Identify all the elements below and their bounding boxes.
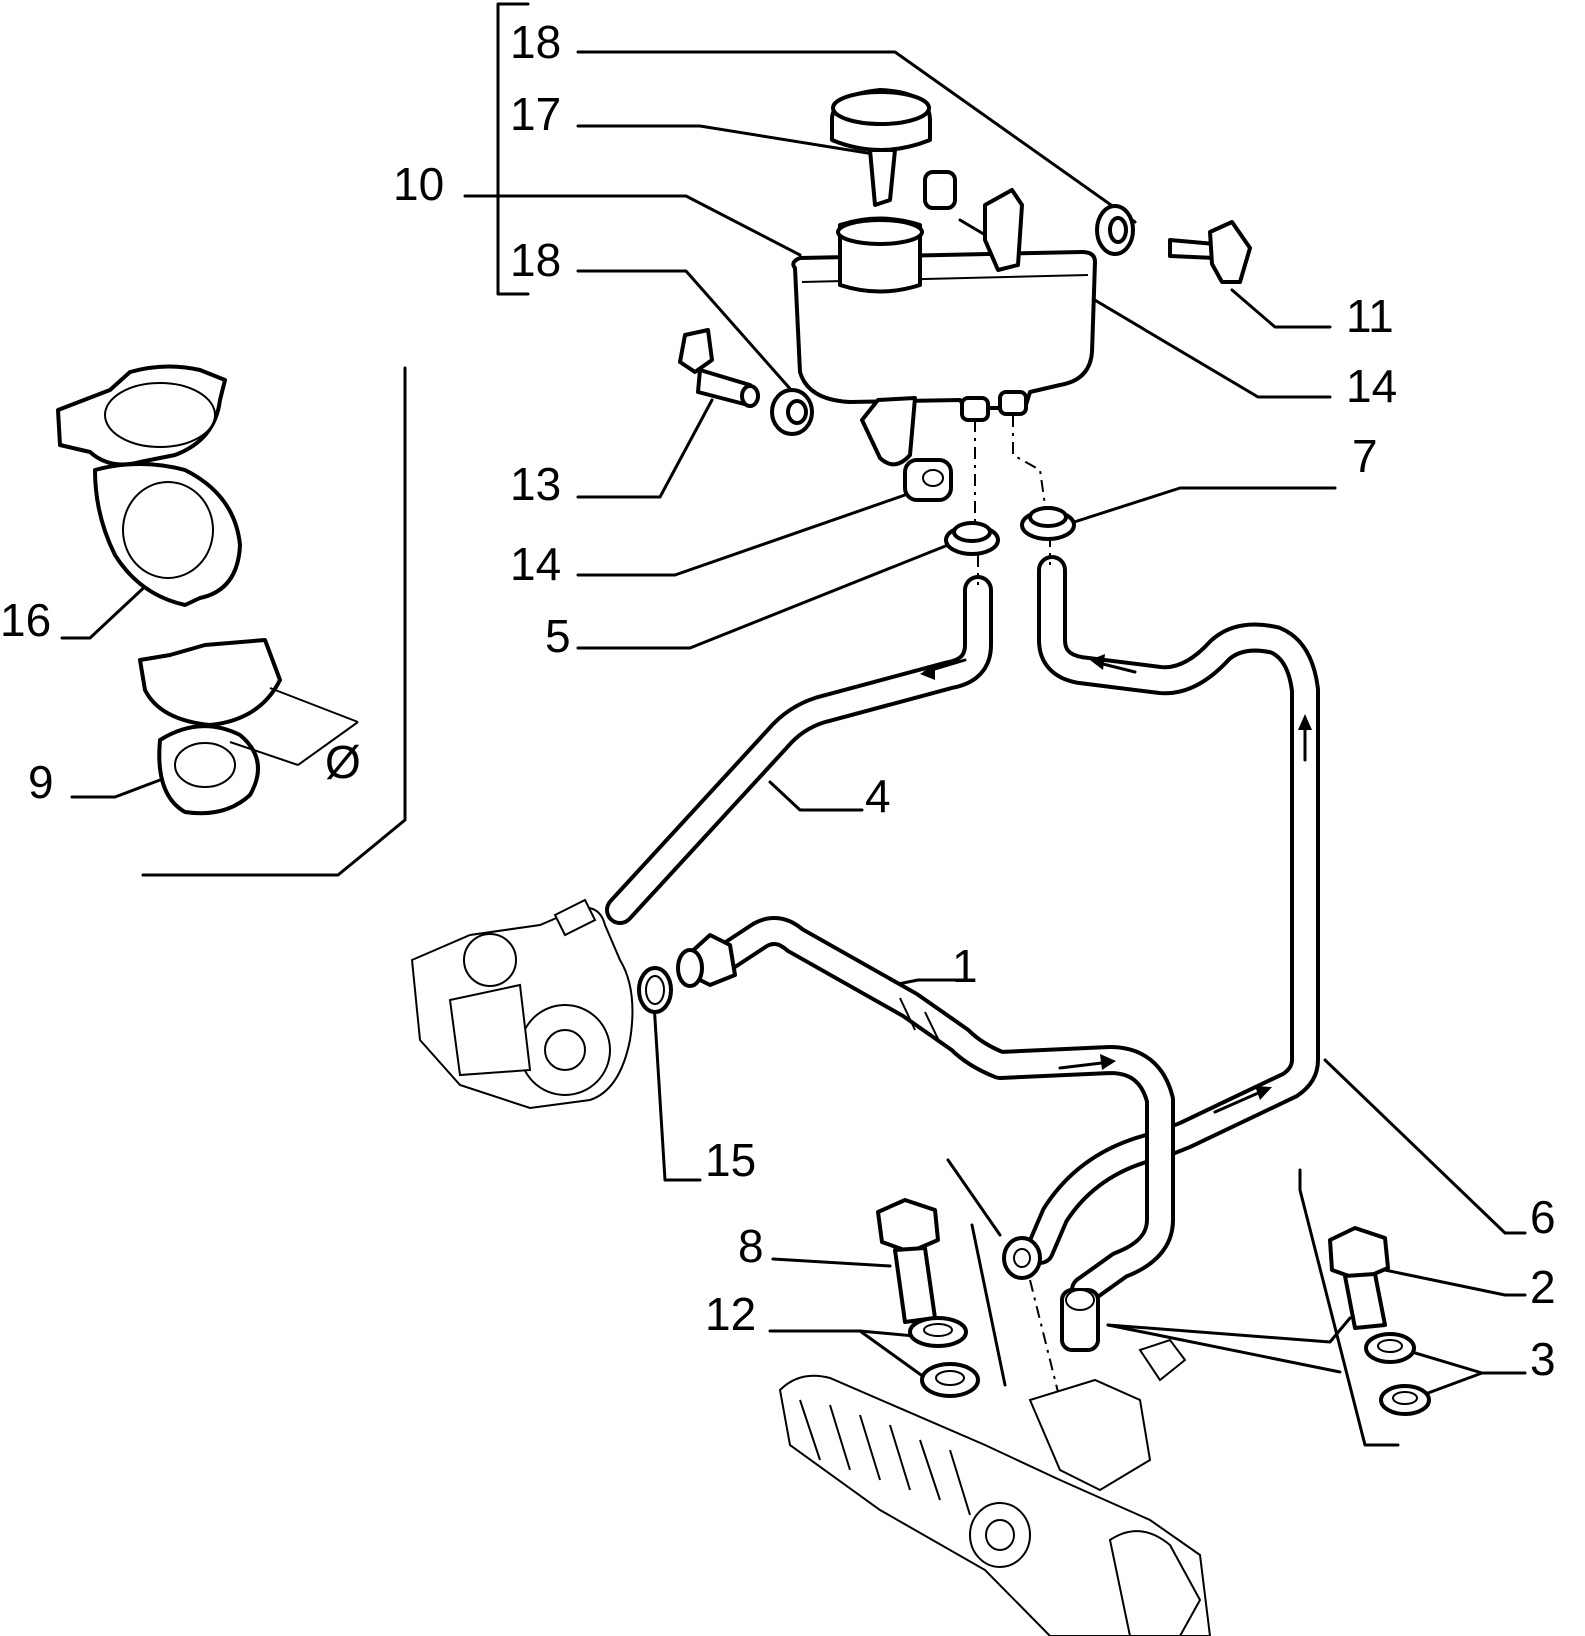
leader-rack-branch — [1106, 1316, 1352, 1344]
clamp-bracket-9 — [138, 638, 359, 816]
hose-4 — [605, 575, 993, 925]
leader-18-top — [576, 50, 1137, 224]
leader-13 — [576, 398, 714, 499]
leader-12a — [768, 1329, 927, 1339]
ref-4: 4 — [865, 770, 891, 822]
grommet-18-top — [1095, 204, 1135, 256]
leader-16 — [60, 578, 154, 640]
ref-diameter: Ø — [325, 736, 361, 788]
leader-17 — [576, 124, 882, 157]
washer-3-b — [1379, 1384, 1431, 1416]
ref-14-left: 14 — [510, 538, 561, 590]
ref-15: 15 — [705, 1134, 756, 1186]
spacer-14-top — [923, 170, 957, 210]
hose-clamp-5 — [944, 521, 1000, 556]
ref-5: 5 — [545, 610, 571, 662]
leader-6 — [1323, 1058, 1527, 1235]
ref-7: 7 — [1352, 430, 1378, 482]
ref-14-right: 14 — [1346, 360, 1397, 412]
group-bracket — [496, 2, 530, 296]
leader-10 — [463, 194, 802, 257]
ref-3: 3 — [1530, 1333, 1556, 1385]
power-steering-pump — [410, 898, 673, 1110]
ref-18-mid: 18 — [510, 234, 561, 286]
ref-13: 13 — [510, 458, 561, 510]
ref-17: 17 — [510, 88, 561, 140]
leader-5 — [576, 543, 950, 650]
ref-16: 16 — [0, 594, 51, 646]
washer-3-a — [1364, 1332, 1416, 1364]
banjo-fitting-right — [1060, 1288, 1100, 1352]
leader-lines — [60, 50, 1527, 1447]
ref-11: 11 — [1346, 290, 1394, 342]
washer-12-a — [908, 1316, 968, 1348]
hose-6 — [1025, 555, 1320, 1265]
hose-1 — [710, 916, 1175, 1305]
grommet-18-mid — [770, 388, 814, 436]
frame-bottom-right — [1298, 1188, 1400, 1447]
ref-9: 9 — [28, 756, 54, 808]
bolt-13 — [678, 328, 760, 408]
leader-11 — [1230, 288, 1332, 329]
ref-12: 12 — [705, 1288, 756, 1340]
reference-labels: 18 17 10 18 11 14 13 7 14 5 16 9 Ø 4 1 1… — [0, 16, 1556, 1385]
ref-2: 2 — [1530, 1261, 1556, 1313]
banjo-bolt-8 — [876, 1198, 940, 1324]
ref-6: 6 — [1530, 1191, 1556, 1243]
bolt-11 — [1168, 220, 1252, 284]
pump-union-fitting — [676, 933, 737, 988]
spacer-14-left — [903, 458, 953, 502]
reservoir-cap — [829, 88, 932, 207]
banjo-bolt-2 — [1328, 1226, 1390, 1330]
leader-8 — [771, 1257, 892, 1268]
leader-7 — [1066, 486, 1337, 526]
ref-8: 8 — [738, 1220, 764, 1272]
washer-12-b — [920, 1362, 980, 1398]
frame-left-panel — [141, 366, 407, 877]
reservoir — [791, 188, 1097, 467]
leader-4 — [768, 780, 864, 812]
ref-10: 10 — [393, 158, 444, 210]
frame-rack-left-1 — [946, 1158, 1002, 1237]
leader-3b — [1418, 1371, 1484, 1398]
flow-arrows — [920, 654, 1312, 1114]
leader-2 — [1378, 1267, 1527, 1297]
hose-clamp-7 — [1020, 506, 1076, 541]
leader-15 — [652, 1001, 702, 1182]
steering-rack — [778, 1338, 1212, 1636]
leader-14-left — [576, 493, 907, 577]
arrow-hose-6-lower — [1213, 1088, 1267, 1114]
clamp-bracket-16 — [56, 364, 242, 607]
ref-1: 1 — [952, 940, 978, 992]
leader-18-mid — [576, 269, 802, 402]
leader-9 — [70, 778, 162, 799]
frame-rack-left-2 — [970, 1223, 1007, 1387]
banjo-fitting-left — [1002, 1236, 1042, 1280]
ref-18-top: 18 — [510, 16, 561, 68]
leader-rack-branch-2 — [1106, 1323, 1342, 1374]
